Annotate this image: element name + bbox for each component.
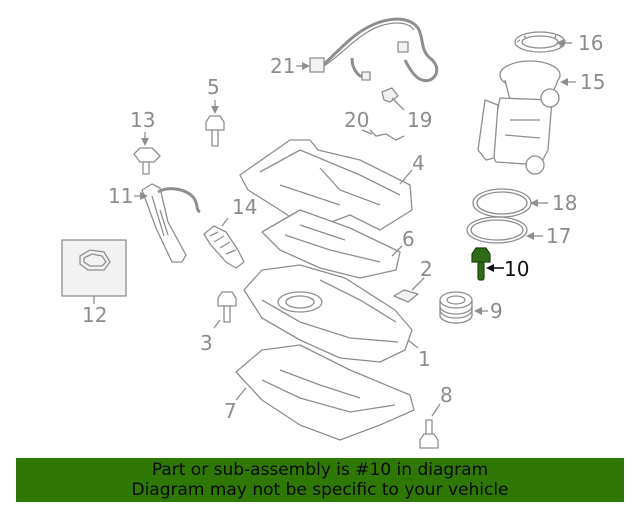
svg-text:9: 9 (490, 299, 503, 323)
callout-17: 17 (526, 224, 571, 248)
svg-text:19: 19 (407, 108, 432, 132)
svg-text:16: 16 (578, 31, 603, 55)
svg-text:7: 7 (224, 399, 237, 423)
callout-8: 8 (431, 383, 453, 417)
callout-11: 11 (108, 184, 148, 208)
svg-text:5: 5 (207, 75, 220, 99)
callout-18: 18 (530, 191, 577, 215)
bolt-part-3 (217, 291, 237, 323)
callout-14: 14 (221, 195, 257, 227)
clamp-part-20 (369, 129, 405, 141)
gasket-part-17 (466, 216, 528, 244)
wiring-harness-part-21 (309, 17, 439, 83)
svg-text:8: 8 (440, 383, 453, 407)
banner-line-1: Part or sub-assembly is #10 in diagram (151, 460, 489, 480)
callout-15: 15 (560, 70, 605, 94)
callout-9: 9 (474, 299, 503, 323)
svg-text:3: 3 (200, 331, 213, 355)
seal-ring-part-18 (472, 188, 532, 218)
svg-text:11: 11 (108, 184, 133, 208)
callout-13: 13 (130, 108, 155, 146)
heat-shield-part-4 (239, 139, 413, 231)
callout-4: 4 (399, 151, 425, 185)
svg-text:10: 10 (504, 257, 529, 281)
callout-2: 2 (411, 257, 433, 291)
callout-20: 20 (344, 108, 373, 135)
callout-19: 19 (391, 97, 432, 132)
svg-text:12: 12 (82, 303, 107, 327)
svg-text:20: 20 (344, 108, 369, 132)
callout-10: 10 (486, 257, 529, 281)
bolt-part-5 (205, 115, 225, 147)
callout-12: 12 (82, 296, 107, 327)
callout-21: 21 (270, 54, 310, 78)
gasket-inset-part-12 (61, 239, 127, 297)
filler-pipe-part-11 (141, 183, 201, 263)
callout-7: 7 (224, 387, 247, 423)
callout-6: 6 (391, 227, 415, 257)
fuel-tank-part-1 (243, 264, 413, 363)
callout-5: 5 (207, 75, 220, 114)
callout-1: 1 (407, 339, 431, 371)
callout-3: 3 (200, 319, 221, 355)
svg-text:17: 17 (546, 224, 571, 248)
info-banner: Part or sub-assembly is #10 in diagram D… (16, 458, 624, 502)
skid-plate-part-7 (235, 344, 415, 441)
svg-text:15: 15 (580, 70, 605, 94)
heat-shield-part-6 (261, 209, 401, 279)
svg-text:6: 6 (402, 227, 415, 251)
svg-text:2: 2 (420, 257, 433, 281)
svg-text:1: 1 (418, 347, 431, 371)
svg-text:21: 21 (270, 54, 295, 78)
bolt-part-8 (419, 419, 439, 449)
callout-16: 16 (556, 31, 603, 55)
retaining-ring-part-16 (514, 31, 566, 53)
hose-part-14 (203, 225, 245, 269)
pad-part-2 (393, 289, 419, 303)
clip-part-19 (381, 87, 399, 103)
banner-line-2: Diagram may not be specific to your vehi… (131, 480, 509, 500)
bolt-part-10-highlighted (471, 247, 491, 281)
fuel-pump-module-part-15 (477, 60, 561, 175)
svg-text:18: 18 (552, 191, 577, 215)
valve-part-13 (133, 147, 161, 175)
svg-text:13: 13 (130, 108, 155, 132)
bushing-part-9 (439, 291, 473, 324)
svg-text:4: 4 (412, 151, 425, 175)
svg-text:14: 14 (232, 195, 257, 219)
